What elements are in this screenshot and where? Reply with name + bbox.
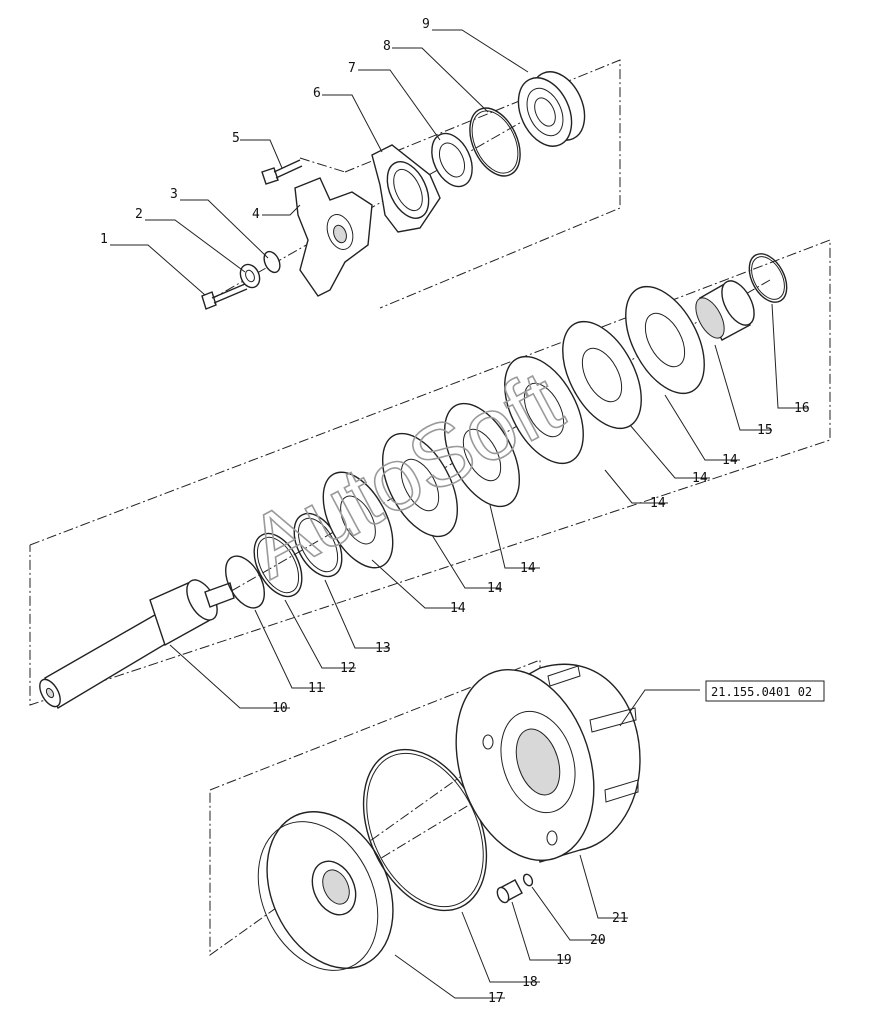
callout-18: 18 bbox=[522, 975, 538, 990]
middle-group-outline bbox=[29, 239, 831, 706]
reference-tag-box bbox=[705, 680, 825, 702]
disc-14-4 bbox=[504, 355, 584, 465]
o-ring-8 bbox=[469, 107, 521, 177]
o-ring-20 bbox=[522, 873, 534, 887]
callout-17: 17 bbox=[488, 991, 504, 1006]
snap-ring-3 bbox=[263, 250, 281, 274]
callout-14-a: 14 bbox=[450, 601, 466, 616]
bolt-1 bbox=[201, 283, 248, 310]
callout-2: 2 bbox=[135, 207, 143, 222]
upper-group-outline bbox=[344, 59, 621, 309]
callout-14-d: 14 bbox=[650, 496, 666, 511]
callout-14-b: 14 bbox=[487, 581, 503, 596]
disc-14-5 bbox=[562, 320, 642, 430]
snap-ring-11 bbox=[225, 555, 265, 609]
disc-14-6 bbox=[625, 285, 705, 395]
seal-7 bbox=[431, 132, 473, 188]
watermark-text: AutoSoft bbox=[232, 351, 577, 597]
callout-3: 3 bbox=[170, 187, 178, 202]
shaft-10 bbox=[39, 579, 235, 710]
callout-4: 4 bbox=[252, 207, 260, 222]
ring-12 bbox=[253, 532, 303, 598]
callout-9: 9 bbox=[422, 17, 430, 32]
callout-1: 1 bbox=[100, 232, 108, 247]
leader-lines bbox=[110, 29, 808, 999]
disc-14-3 bbox=[443, 402, 521, 508]
yoke-4 bbox=[294, 177, 373, 297]
callout-7: 7 bbox=[348, 61, 356, 76]
callout-labels: 1 2 3 4 5 6 7 8 9 10 11 12 13 14 14 14 1… bbox=[100, 17, 810, 1006]
plug-19 bbox=[496, 879, 523, 904]
callout-8: 8 bbox=[383, 39, 391, 54]
callout-10: 10 bbox=[272, 701, 288, 716]
callout-19: 19 bbox=[556, 953, 572, 968]
disc-14-1 bbox=[322, 471, 394, 569]
callout-14-e: 14 bbox=[692, 471, 708, 486]
bearing-9 bbox=[517, 71, 586, 147]
callout-20: 20 bbox=[590, 933, 606, 948]
callout-5: 5 bbox=[232, 131, 240, 146]
cover-6 bbox=[371, 144, 441, 233]
callout-6: 6 bbox=[313, 86, 321, 101]
callout-11: 11 bbox=[308, 681, 324, 696]
reference-tag-text: 21.155.0401 02 bbox=[711, 685, 812, 699]
disc-14-2 bbox=[381, 432, 459, 538]
sleeve-15 bbox=[695, 280, 755, 341]
piston-17 bbox=[257, 811, 394, 971]
upper-group-link bbox=[299, 157, 346, 173]
washer-2 bbox=[239, 263, 261, 289]
callout-12: 12 bbox=[340, 661, 356, 676]
callout-15: 15 bbox=[757, 423, 773, 438]
callout-21: 21 bbox=[612, 911, 628, 926]
callout-16: 16 bbox=[794, 401, 810, 416]
callout-13: 13 bbox=[375, 641, 391, 656]
callout-14-f: 14 bbox=[722, 453, 738, 468]
bolt-5 bbox=[261, 159, 303, 185]
clutch-housing-21 bbox=[455, 663, 641, 863]
lower-axis bbox=[319, 749, 561, 896]
o-ring-16 bbox=[748, 253, 788, 303]
callout-14-c: 14 bbox=[520, 561, 536, 576]
